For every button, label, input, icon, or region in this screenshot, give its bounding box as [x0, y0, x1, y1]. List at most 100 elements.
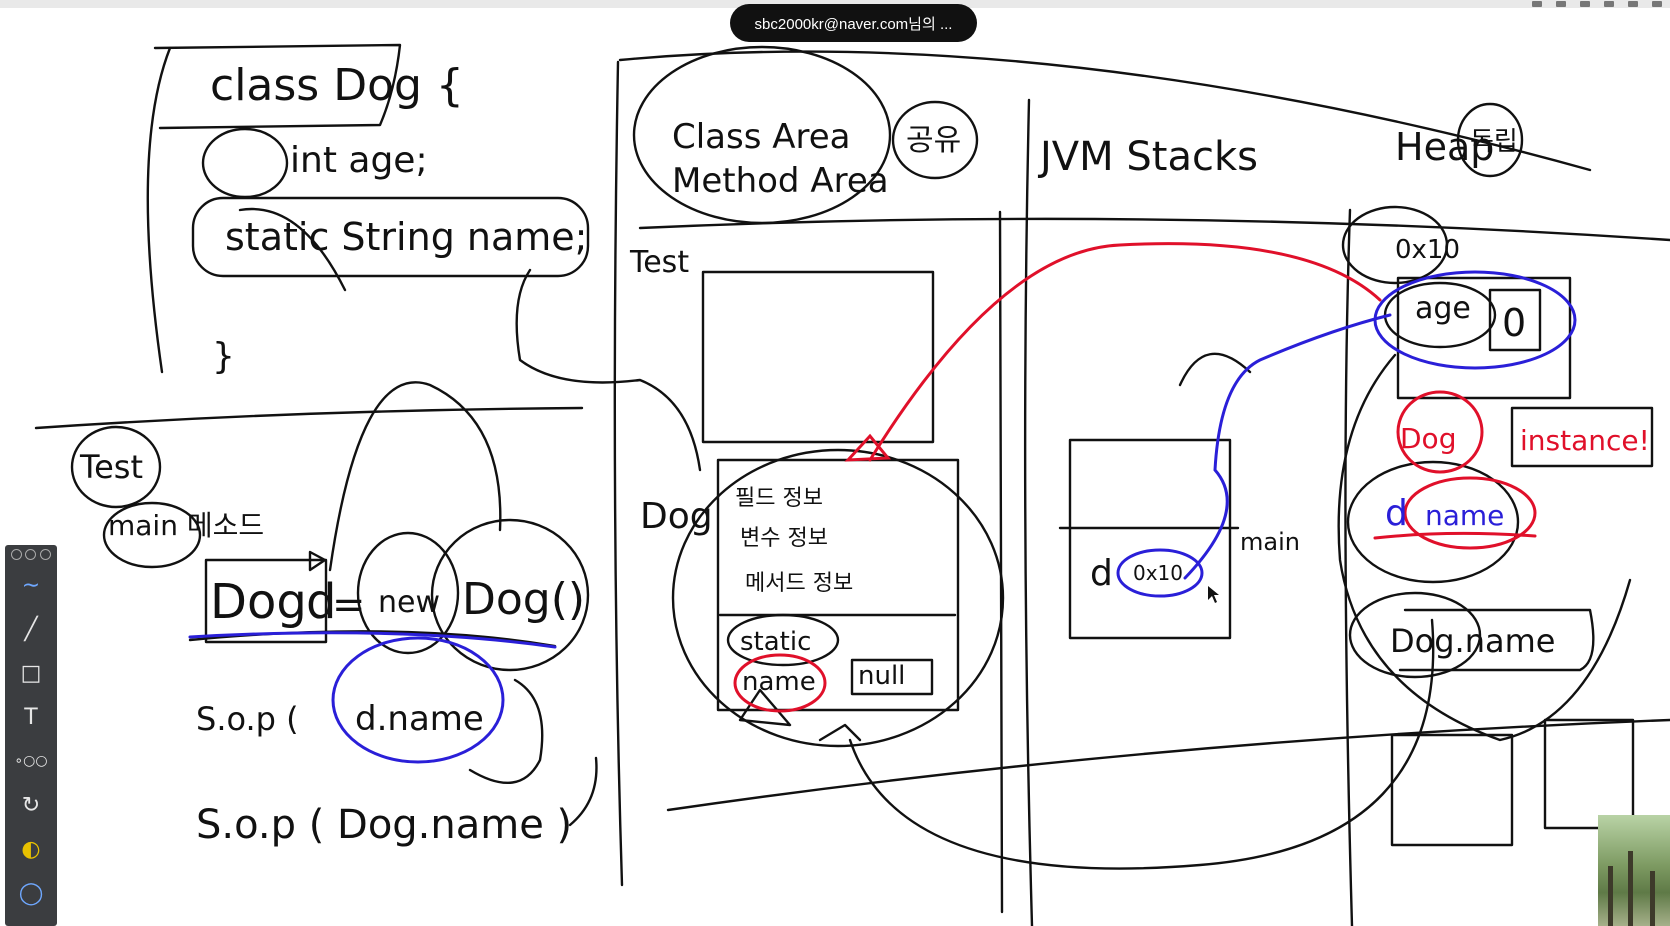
stack-address: 0x10 [1133, 561, 1183, 585]
heap-ref-name: name [1425, 499, 1504, 532]
own-label: 독립 [1470, 127, 1518, 157]
heap-slot [1390, 733, 1514, 847]
text-tool[interactable]: T [5, 695, 57, 739]
text-icon: T [24, 704, 38, 730]
info-line-methods: 메서드 정보 [745, 571, 853, 596]
tray-icon[interactable] [1628, 1, 1638, 7]
reference-arrow [1183, 313, 1392, 580]
instance-label: instance! [1520, 424, 1650, 457]
dog-var-box [204, 558, 328, 644]
divider-line [1023, 98, 1034, 926]
tray-icon[interactable] [1580, 1, 1590, 7]
heap-blue-oval [1373, 270, 1577, 370]
underline-blue [188, 631, 557, 649]
tray-icon[interactable] [1652, 1, 1662, 7]
static-name-label: static String name; [225, 215, 587, 259]
static-label: static [740, 627, 811, 657]
class-area-title: Class Area [672, 117, 851, 157]
jvm-stacks-title: JVM Stacks [1037, 134, 1258, 180]
system-tray [1532, 0, 1662, 8]
null-cell-label: null [858, 661, 905, 691]
dog-ctor-circle [430, 518, 590, 672]
class-pointer-arrow [868, 242, 1382, 462]
heap-slot [1543, 718, 1635, 830]
main-circle [102, 501, 202, 569]
heap-address-oval [1341, 205, 1449, 285]
main-frame-label: main [1240, 528, 1300, 556]
class-dog-label: class Dog { [210, 60, 464, 111]
timer-icon: ◯ [18, 880, 44, 906]
divider-line [638, 217, 1670, 242]
age-value-box [1488, 288, 1542, 352]
tray-icon[interactable] [1604, 1, 1614, 7]
dname-oval-blue [331, 636, 505, 764]
test-label: Test [79, 448, 143, 486]
pen-tool[interactable]: ∼ [5, 563, 57, 607]
sop1-arg: d.name [355, 699, 484, 739]
sop2-statement: S.o.p ( Dog.name ) [196, 802, 572, 848]
class-bracket [146, 46, 172, 374]
own-oval [1456, 102, 1524, 178]
undo-tool[interactable]: ↻ [5, 783, 57, 827]
shared-label: 공유 [906, 123, 961, 158]
arrow-head [844, 433, 892, 462]
arrow-head [818, 723, 862, 742]
heap-outline [1337, 353, 1632, 742]
test-class-label: Test [629, 245, 689, 280]
tray-icon[interactable] [1556, 1, 1566, 7]
pen-icon: ∼ [21, 572, 41, 598]
int-age-label: int age; [290, 140, 428, 181]
loader-arrow [515, 268, 702, 472]
divider-line [666, 718, 1670, 812]
dog-instance-oval [1396, 390, 1484, 474]
toolbar-dot-icon[interactable] [40, 548, 52, 560]
static-ref-arrow [848, 618, 1435, 870]
dog-instance-label: Dog [1400, 422, 1456, 455]
heap-title: Heap [1395, 125, 1494, 169]
webcam-preview[interactable] [1598, 815, 1670, 926]
class-area-oval [632, 45, 892, 225]
dog-name-box [1398, 608, 1595, 672]
refresh-icon: ↻ [21, 792, 41, 818]
notification-text: sbc2000kr@naver.com님의 ... [754, 15, 953, 33]
stack-var-d: d [1090, 553, 1113, 594]
arrow-head [308, 550, 327, 572]
method-area-title: Method Area [672, 161, 889, 201]
tree-trunk [1650, 871, 1655, 926]
new-arc [328, 381, 502, 572]
heap-address: 0x10 [1395, 235, 1460, 265]
static-arc [238, 207, 347, 292]
more-icon: ∘○○ [14, 753, 48, 769]
screen-share-notification[interactable]: sbc2000kr@naver.com님의 ... [730, 4, 977, 42]
stmt-d: d [306, 574, 336, 630]
dog-class-label: Dog [640, 496, 713, 537]
toolbar-dot-icon[interactable] [10, 548, 22, 560]
instance-box [1510, 406, 1654, 468]
tree-trunk [1628, 851, 1633, 926]
tray-icon[interactable] [1532, 1, 1542, 7]
stmt-dog: Dog [210, 574, 307, 630]
info-line-fields: 필드 정보 [735, 486, 823, 511]
divider-line [1344, 208, 1354, 926]
name-oval-red [733, 653, 827, 713]
name-cell: name [742, 667, 816, 697]
timer-tool[interactable]: ◯ [5, 871, 57, 915]
age-circle [201, 127, 289, 199]
color-tool[interactable]: ◐ [5, 827, 57, 871]
name-oval-red [1403, 476, 1537, 550]
shared-oval [891, 100, 979, 180]
dog-name-oval [1348, 591, 1482, 679]
address-oval-blue [1116, 548, 1204, 598]
divider-line [998, 210, 1004, 914]
divider-line [618, 50, 1592, 172]
toolbar-dot-icon[interactable] [25, 548, 37, 560]
more-tool[interactable]: ∘○○ [5, 739, 57, 783]
dog-class-box [716, 458, 960, 712]
tree-trunk [1608, 866, 1613, 926]
stmt-equals: = [332, 582, 366, 628]
static-oval [726, 613, 840, 667]
rectangle-tool[interactable]: □ [5, 651, 57, 695]
annotation-toolbar: ∼ ╱ □ T ∘○○ ↻ ◐ ◯ [5, 545, 57, 926]
line-tool[interactable]: ╱ [5, 607, 57, 651]
